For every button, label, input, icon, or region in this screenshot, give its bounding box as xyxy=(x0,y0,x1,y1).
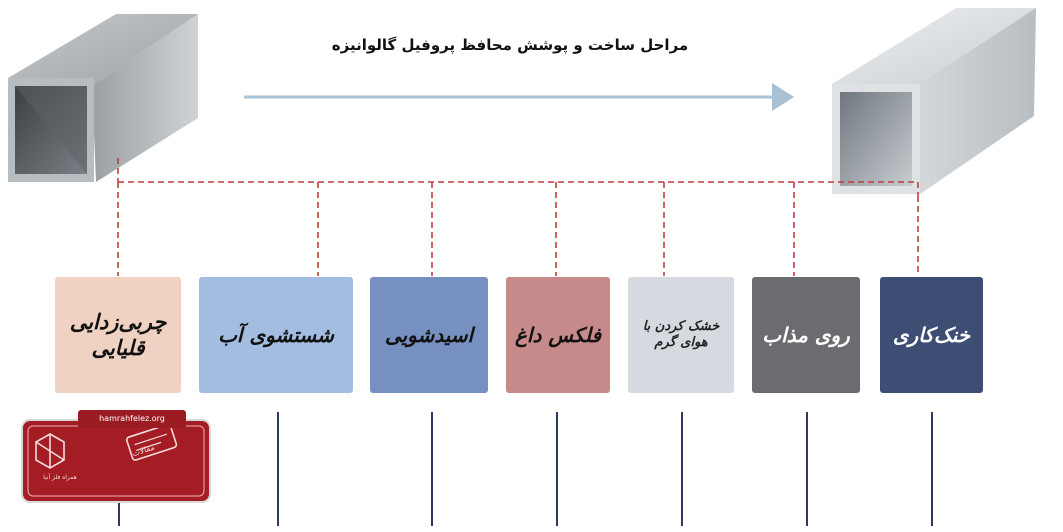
step-stem-hot-air-drying xyxy=(681,412,683,526)
galvanized-profile-image xyxy=(832,8,1036,194)
step-label-water-rinse: شستشوی آب xyxy=(218,322,334,347)
step-box-hot-air-drying: خشک کردن با هوای گرم xyxy=(628,277,734,393)
step-label-cooling: خنک‌کاری xyxy=(892,322,971,347)
step-stem-molten-zinc xyxy=(806,412,808,526)
step-label-hot-air-drying: خشک کردن با هوای گرم xyxy=(642,318,720,350)
badge-url[interactable]: hamrahfelez.org xyxy=(78,410,186,428)
step-box-cooling: خنک‌کاری xyxy=(880,277,983,393)
process-title: مراحل ساخت و پوشش محافظ پروفیل گالوانیزه xyxy=(331,36,689,54)
step-label-pickling: اسیدشویی xyxy=(384,322,474,347)
step-box-pickling: اسیدشویی xyxy=(370,277,488,393)
process-arrow-icon xyxy=(244,83,794,111)
step-box-degreasing: چربی‌زدایی قلیایی xyxy=(55,277,181,393)
plain-steel-profile-image xyxy=(8,14,198,182)
step-stem-degreasing xyxy=(118,492,120,526)
step-stem-hot-flux xyxy=(556,412,558,526)
step-label-degreasing: چربی‌زدایی قلیایی xyxy=(69,309,167,360)
step-box-molten-zinc: روی مذاب xyxy=(752,277,860,393)
badge-caption: همراه فلز آنیا xyxy=(43,474,77,481)
step-label-molten-zinc: روی مذاب xyxy=(762,322,850,347)
step-label-hot-flux: فلکس داغ xyxy=(514,322,602,347)
process-connectors xyxy=(117,158,919,276)
step-stem-water-rinse xyxy=(277,412,279,526)
step-box-hot-flux: فلکس داغ xyxy=(506,277,610,393)
step-stem-pickling xyxy=(431,412,433,526)
step-stem-cooling xyxy=(931,412,933,526)
step-box-water-rinse: شستشوی آب xyxy=(199,277,353,393)
